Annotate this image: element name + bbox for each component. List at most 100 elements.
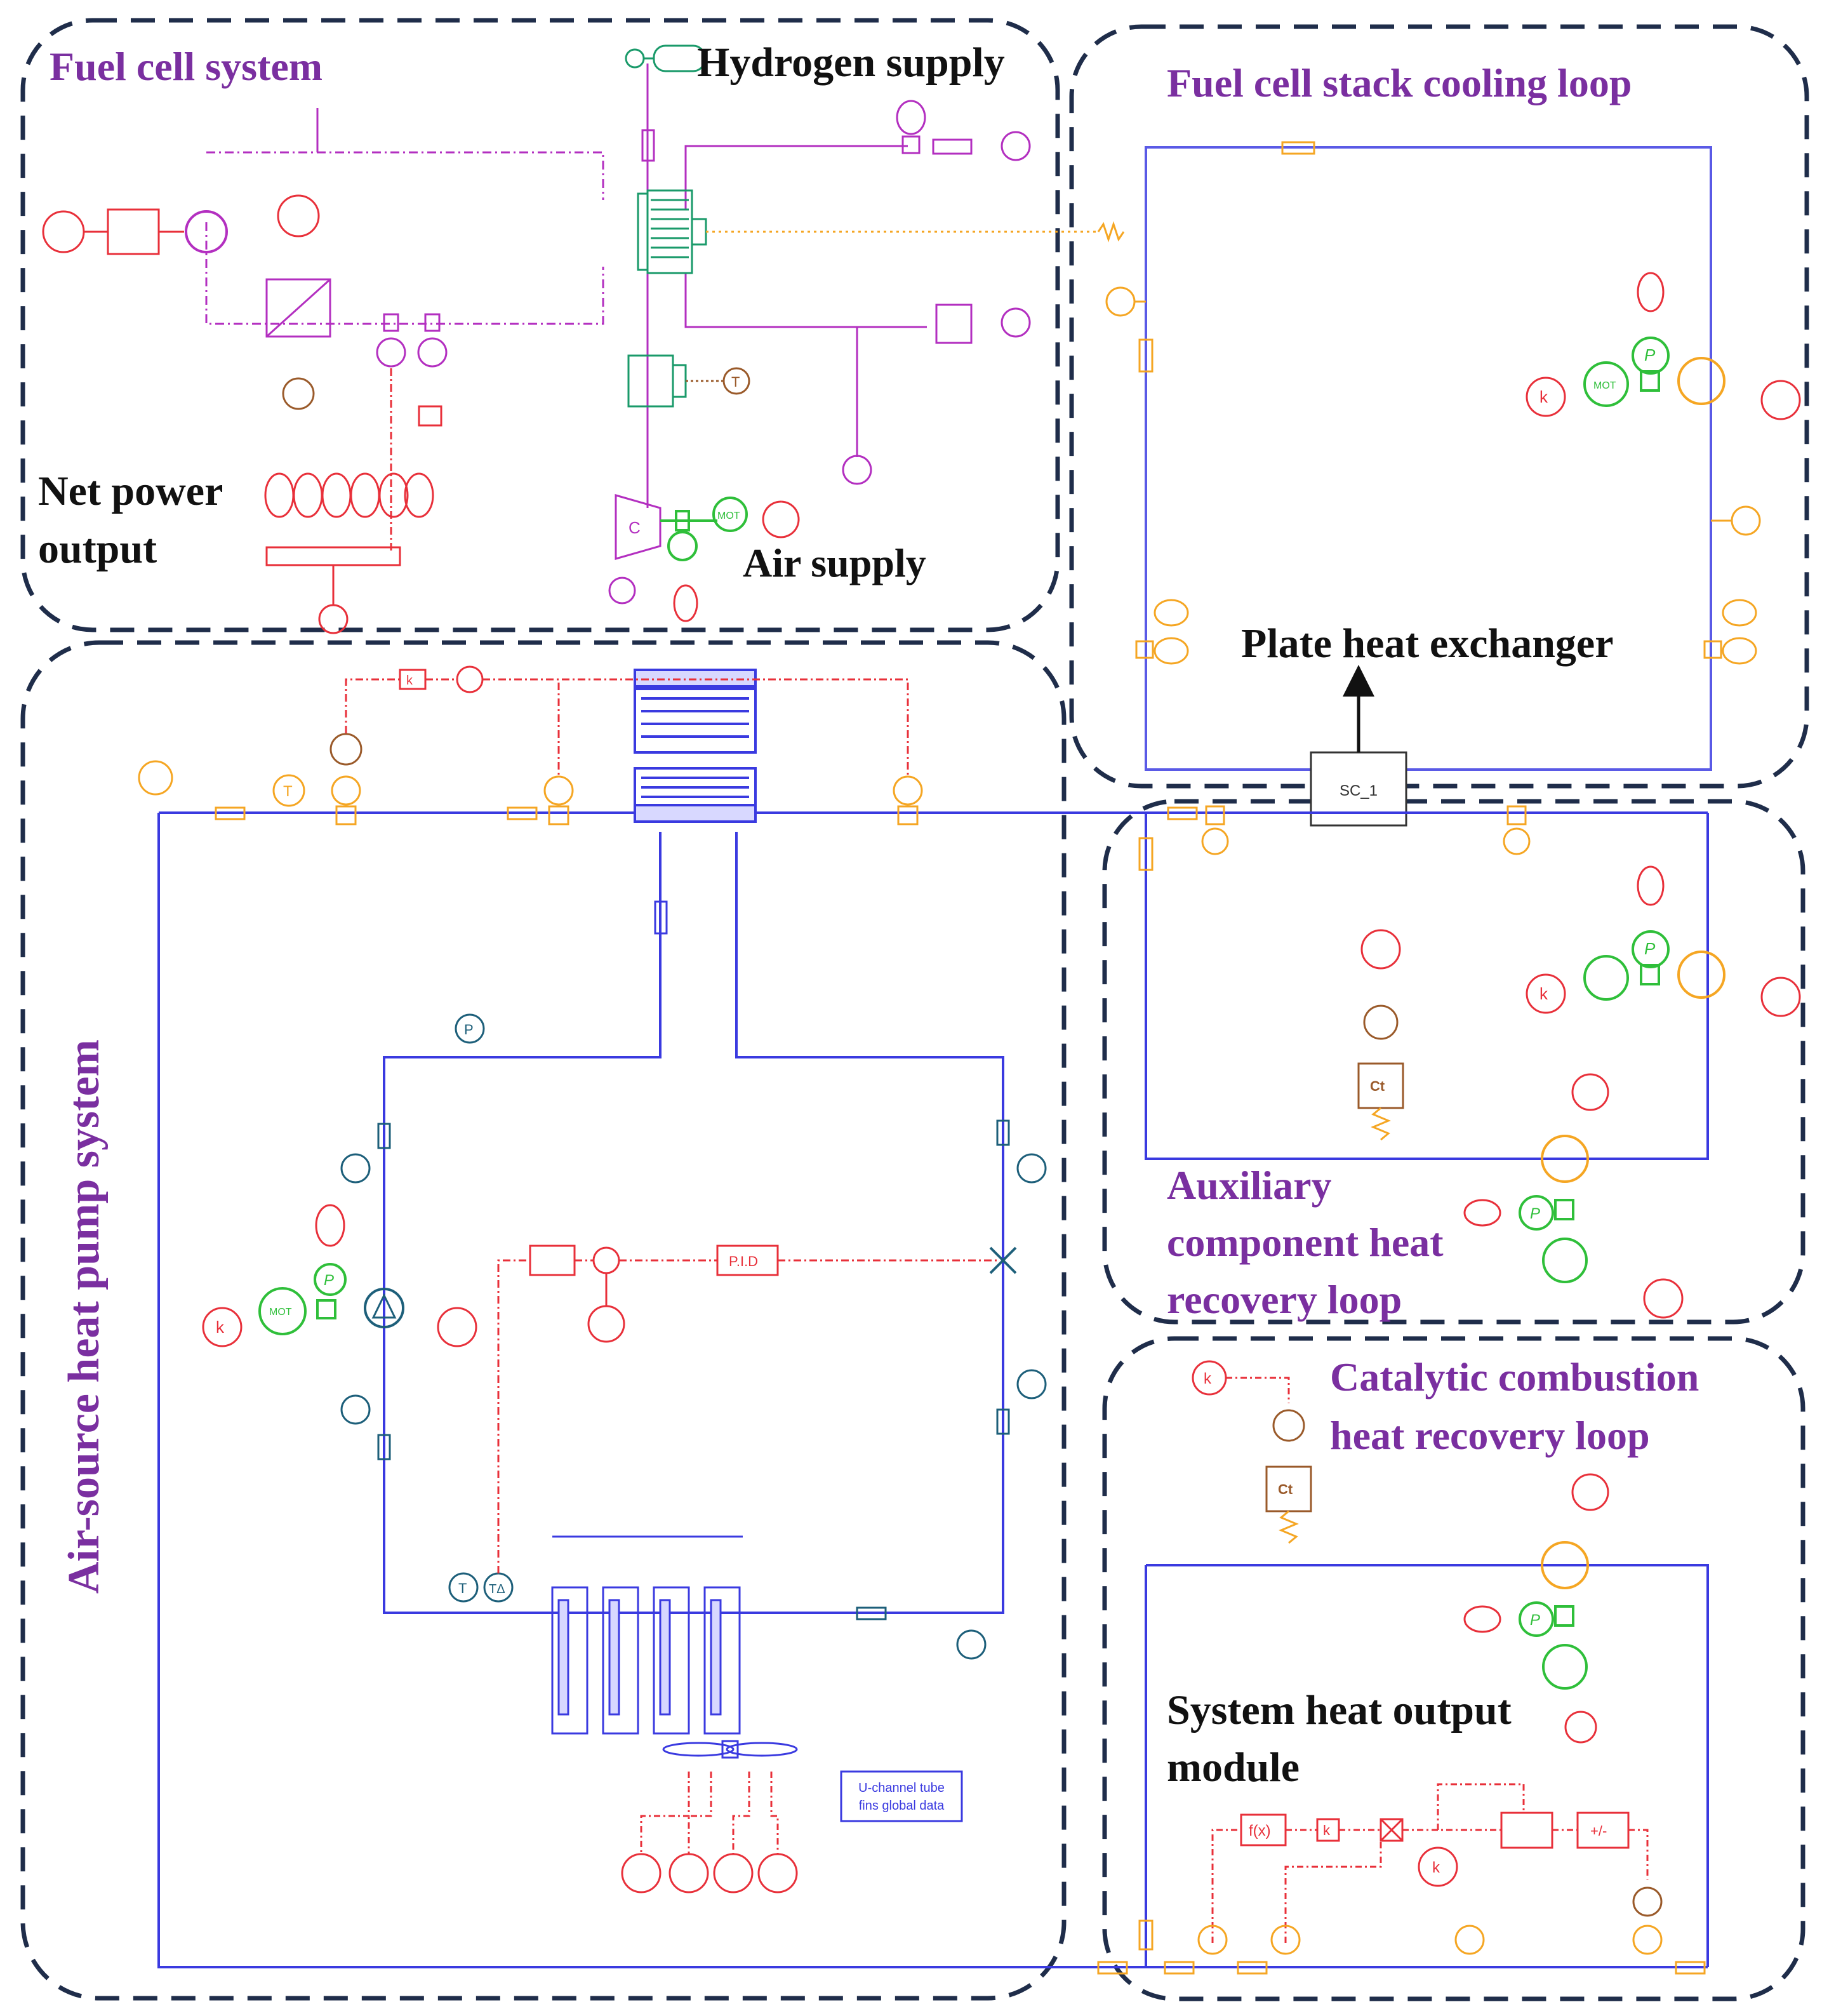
- cooling-pump-p: P: [1644, 345, 1656, 364]
- evaporator-fan[interactable]: [662, 1740, 798, 1759]
- pid-label: P.I.D: [729, 1253, 758, 1269]
- evaporator[interactable]: [551, 1535, 743, 1735]
- cooling-pump[interactable]: [1526, 272, 1801, 420]
- compressor-setpoint[interactable]: [762, 500, 800, 538]
- hp-main-sensors: [138, 760, 923, 825]
- dc-converter[interactable]: [265, 278, 331, 338]
- purge-source[interactable]: [842, 455, 872, 485]
- fuel-cell-system-region: [20, 18, 1060, 632]
- hp-compressor[interactable]: [202, 1204, 477, 1347]
- cat-pump-p: P: [1530, 1612, 1540, 1629]
- plate-heat-exchanger[interactable]: [634, 669, 757, 823]
- label-heat-pump: Air-source heat pump system: [60, 1039, 109, 1594]
- label-aux-3: recovery loop: [1167, 1277, 1402, 1322]
- chain-k-label: k: [1323, 1822, 1331, 1838]
- stack-spring: [1097, 221, 1125, 243]
- aux-recovery-region: [1102, 799, 1805, 1325]
- compressor-mot-label: MOT: [717, 511, 740, 521]
- hx-block-label: SC_1: [1340, 782, 1378, 799]
- label-net-power-2: output: [38, 526, 157, 572]
- power-sensors: [376, 313, 448, 368]
- label-fuel-cell-system: Fuel cell system: [50, 44, 323, 89]
- thermal-port-t: T: [731, 374, 740, 390]
- label-heat-output-1: System heat output: [1167, 1687, 1512, 1733]
- fuel-signal-line: [206, 151, 604, 200]
- converter-thermal: [282, 377, 315, 410]
- aux-pump-bottom[interactable]: [1463, 1073, 1684, 1319]
- hp-control-top: [345, 665, 909, 775]
- label-plate-hx: Plate heat exchanger: [1241, 620, 1614, 667]
- heat-output-thermal: [1632, 1886, 1663, 1917]
- hp-ta-sensor-label: TΔ: [489, 1582, 505, 1596]
- fuel-signal-line-2: [205, 222, 604, 325]
- compressor-motor[interactable]: [660, 497, 748, 561]
- compressor-label: C: [628, 518, 641, 537]
- heat-pump-region: [20, 640, 1067, 2001]
- converter-sensor-top: [277, 194, 320, 237]
- air-compressor[interactable]: [615, 494, 662, 560]
- hp-k-left: k: [216, 1318, 225, 1337]
- fuel-pipe-segment: [641, 129, 655, 162]
- cooling-pipe-segment: [1281, 141, 1315, 155]
- fuel-cell-stack[interactable]: [637, 189, 707, 274]
- aux-thermal-mass[interactable]: [1357, 929, 1404, 1141]
- hp-main-loop: [157, 811, 1708, 1968]
- cat-pump[interactable]: [1463, 1473, 1609, 1744]
- power-gain: [418, 405, 442, 427]
- label-aux-2: component heat: [1167, 1220, 1444, 1265]
- aux-ct-label: Ct: [1370, 1078, 1385, 1094]
- label-cat-1: Catalytic combustion: [1330, 1354, 1699, 1399]
- air-inlet-source[interactable]: [608, 577, 636, 604]
- cat-k-source: k: [1204, 1370, 1212, 1387]
- air-outlet-valve[interactable]: [935, 304, 1031, 344]
- humidifier[interactable]: [627, 354, 687, 408]
- cooling-k-left: k: [1539, 387, 1548, 406]
- load-chain: [42, 208, 184, 255]
- label-aux-1: Auxiliary: [1167, 1163, 1332, 1208]
- cooling-mot: MOT: [1593, 380, 1616, 391]
- heat-output-sensors: [1097, 1919, 1706, 1975]
- u-channel-line-2: fins global data: [859, 1799, 945, 1813]
- fuel-cell-system: T C MOT: [42, 44, 1125, 634]
- cooling-sensors-right: [1703, 599, 1757, 665]
- aux-pump-top-p: P: [1644, 939, 1656, 958]
- stack-cooling-region: [1069, 24, 1809, 789]
- chain-k-source: k: [1432, 1859, 1440, 1876]
- u-channel-line-1: U-channel tube: [858, 1781, 945, 1795]
- net-power-summation: [264, 472, 434, 634]
- expansion-valve[interactable]: [989, 1246, 1017, 1274]
- aux-recovery-loop: P k Ct P: [1138, 805, 1801, 1319]
- plate-heat-exchanger-block[interactable]: SC_1: [1310, 751, 1407, 827]
- aux-pump-top-k: k: [1539, 984, 1548, 1003]
- fx-label: f(x): [1249, 1822, 1271, 1839]
- aux-loop-pipe: [1145, 813, 1709, 1160]
- hydrogen-tank[interactable]: [625, 44, 706, 72]
- hp-t-sensor-label: T: [458, 1580, 467, 1596]
- current-source[interactable]: [185, 210, 228, 253]
- hp-temp-sensor-label: T: [283, 783, 293, 800]
- hp-teal-sensors: [340, 1013, 1047, 1660]
- cooling-reservoir[interactable]: [1711, 505, 1761, 536]
- hp-segment-1: [654, 900, 668, 935]
- label-cat-2: heat recovery loop: [1330, 1413, 1650, 1458]
- catalytic-recovery-region: [1102, 1336, 1805, 2001]
- stack-cooling-loop: P MOT k: [1105, 141, 1801, 771]
- aux-pipe-sensors: [1138, 805, 1531, 871]
- label-hydrogen-supply: Hydrogen supply: [697, 39, 1005, 86]
- hydrogen-outlet[interactable]: [896, 100, 1031, 161]
- u-channel-data-box[interactable]: U-channel tube fins global data: [840, 1770, 963, 1822]
- hp-inner-loop: [383, 832, 1004, 1614]
- cat-thermal-mass[interactable]: [1192, 1360, 1312, 1544]
- aux-pump-top[interactable]: [1526, 865, 1801, 1017]
- hydrogen-line: [684, 145, 908, 210]
- cooling-sensors-left: [1135, 599, 1189, 665]
- catalytic-recovery-loop: k Ct P f: [1097, 1360, 1706, 1975]
- label-heat-output-2: module: [1167, 1744, 1300, 1791]
- hp-thermal-node: [329, 733, 362, 766]
- label-stack-cooling: Fuel cell stack cooling loop: [1167, 60, 1632, 105]
- cat-loop-pipe: [1146, 1564, 1709, 1967]
- region-borders: [20, 18, 1809, 2001]
- humidifier-thermal: [686, 367, 750, 395]
- air-sensor: [673, 584, 698, 622]
